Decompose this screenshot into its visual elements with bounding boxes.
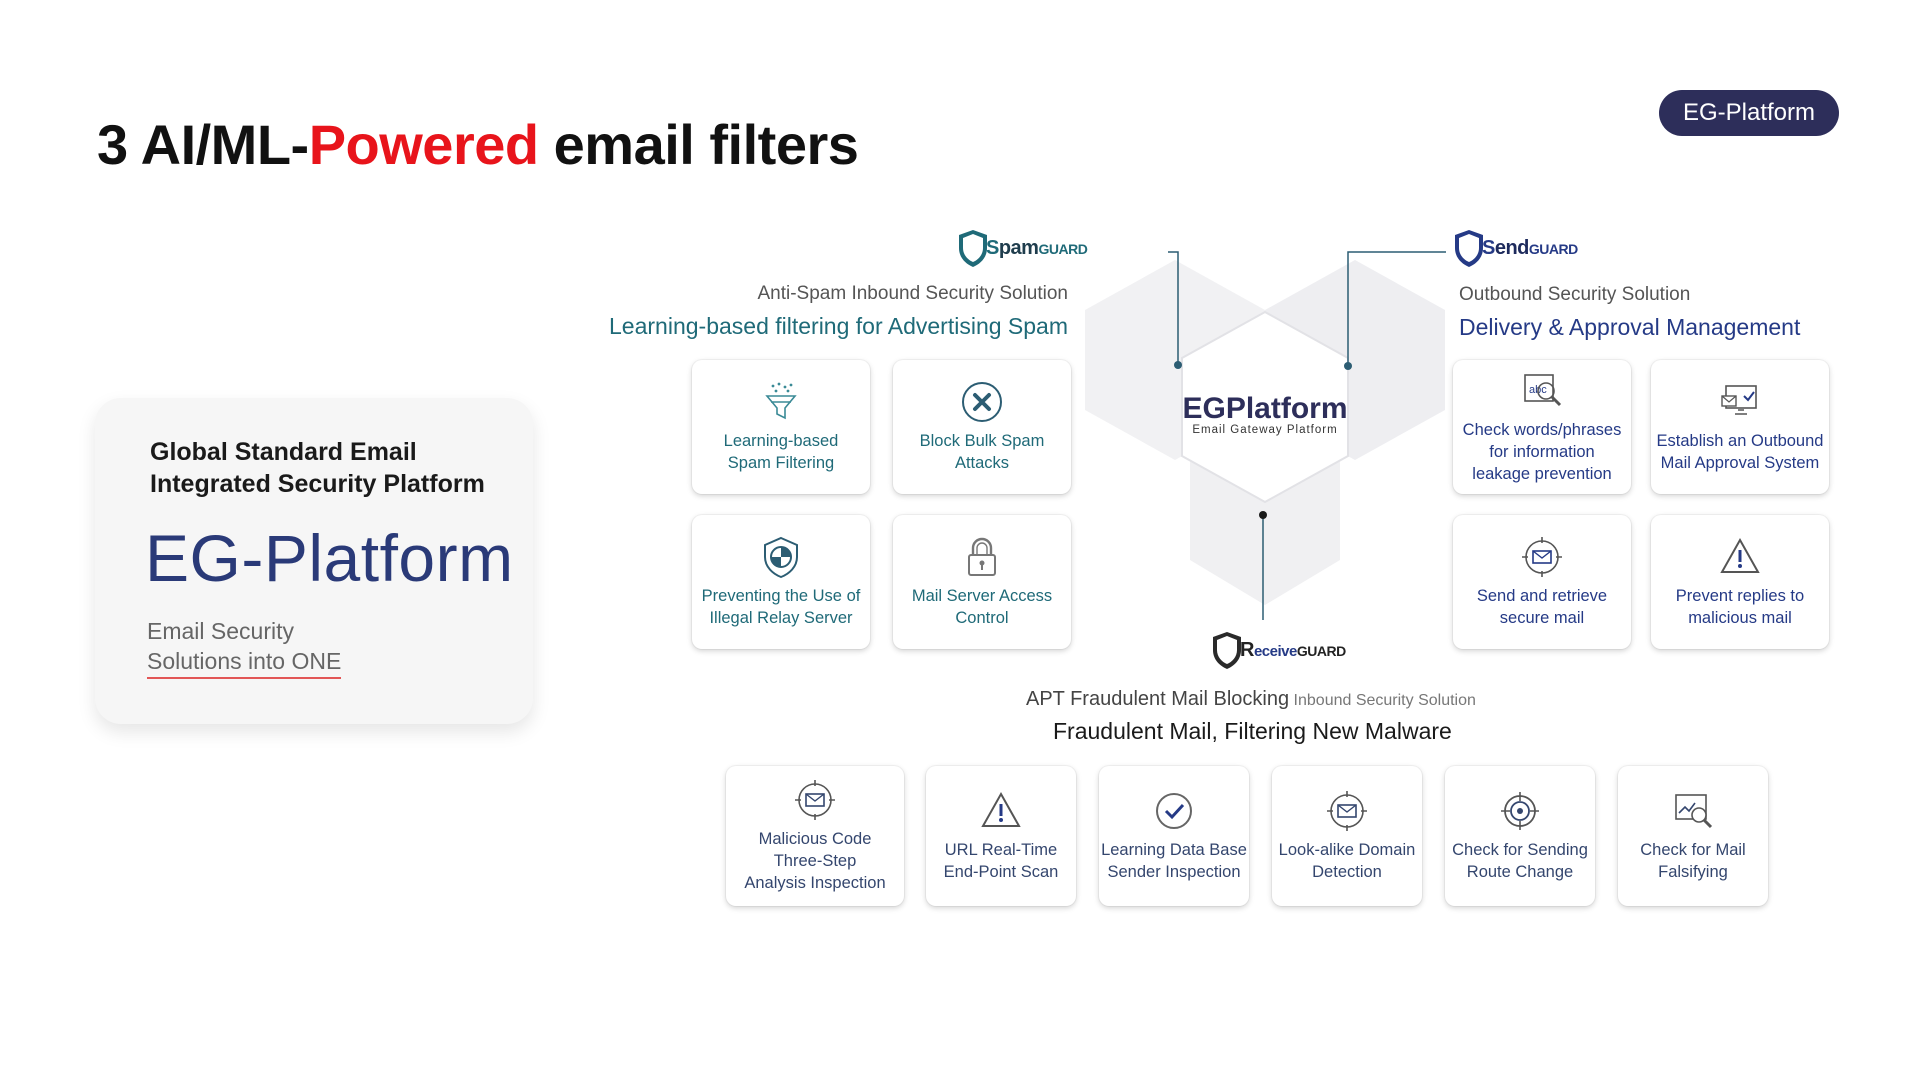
monitor-search-icon	[1675, 794, 1713, 829]
shield-icon	[959, 230, 987, 267]
spam-connector	[1168, 251, 1179, 365]
spam-guard-subtitle: Anti-Spam Inbound Security Solution	[757, 283, 1068, 304]
feature-card-leakage-prevention[interactable]: abc Check words/phrases for information …	[1453, 360, 1631, 494]
feature-card-url-scan[interactable]: URL Real-Time End-Point Scan	[926, 766, 1076, 906]
feature-card-prevent-replies[interactable]: Prevent replies to malicious mail	[1651, 515, 1829, 649]
feature-card-sender-inspection[interactable]: Learning Data Base Sender Inspection	[1099, 766, 1249, 906]
feature-card-mail-server-access[interactable]: Mail Server Access Control	[893, 515, 1071, 649]
page-title: 3 AI/ML-Powered email filters	[97, 113, 859, 176]
target-mail-icon	[1327, 791, 1367, 831]
secure-mail-icon	[1522, 537, 1562, 577]
receive-guard-logo: ReceiveGUARD	[1210, 630, 1346, 670]
feature-card-lookalike-domain[interactable]: Look-alike Domain Detection	[1272, 766, 1422, 906]
lock-icon	[968, 537, 996, 576]
center-logo: EGPlatform Email Gateway Platform	[1182, 392, 1348, 436]
underlined-tagline: Solutions into ONE	[147, 646, 342, 679]
spam-guard-title: Learning-based filtering for Advertising…	[609, 313, 1068, 339]
crosshair-icon	[1501, 792, 1539, 830]
warning-icon	[1720, 537, 1760, 573]
feature-card-block-bulk-spam[interactable]: Block Bulk Spam Attacks	[893, 360, 1071, 494]
info-subtitle: Global Standard Email Integrated Securit…	[150, 438, 485, 498]
target-mail-icon	[795, 780, 835, 820]
block-x-icon	[962, 382, 1002, 422]
receive-guard-title: Fraudulent Mail, Filtering New Malware	[1053, 718, 1452, 744]
warning-icon	[981, 791, 1021, 827]
send-guard-title: Delivery & Approval Management	[1459, 314, 1801, 340]
feature-card-illegal-relay[interactable]: Preventing the Use of Illegal Relay Serv…	[692, 515, 870, 649]
feature-card-spam-filtering[interactable]: Learning-based Spam Filtering	[692, 360, 870, 494]
hexagon-background	[1085, 251, 1446, 620]
shield-icon	[1455, 230, 1483, 267]
feature-card-approval-system[interactable]: Establish an Outbound Mail Approval Syst…	[1651, 360, 1829, 494]
platform-badge[interactable]: EG-Platform	[1659, 90, 1839, 136]
shield-icon	[1213, 632, 1241, 669]
send-connector	[1347, 251, 1446, 366]
shield-badge-icon	[764, 536, 798, 579]
info-description: Email Security Solutions into ONE	[147, 616, 342, 679]
feature-card-secure-mail[interactable]: Send and retrieve secure mail	[1453, 515, 1631, 649]
funnel-icon	[765, 382, 797, 420]
receive-guard-subtitle: APT Fraudulent Mail Blocking Inbound Sec…	[1026, 688, 1476, 710]
info-card: Global Standard Email Integrated Securit…	[95, 398, 533, 724]
spam-guard-logo: SpamGUARD	[956, 228, 1088, 268]
send-guard-logo: SendGUARD	[1452, 228, 1578, 268]
feature-card-malicious-code[interactable]: Malicious Code Three-Step Analysis Inspe…	[726, 766, 904, 906]
send-guard-subtitle: Outbound Security Solution	[1459, 284, 1691, 305]
title-accent: Powered	[308, 113, 539, 176]
info-brand: EG-Platform	[145, 521, 514, 595]
approval-monitor-icon	[1721, 385, 1757, 415]
feature-card-mail-falsifying[interactable]: Check for Mail Falsifying	[1618, 766, 1768, 906]
feature-card-route-change[interactable]: Check for Sending Route Change	[1445, 766, 1595, 906]
text-search-icon: abc	[1524, 374, 1562, 407]
check-circle-icon	[1156, 793, 1192, 829]
